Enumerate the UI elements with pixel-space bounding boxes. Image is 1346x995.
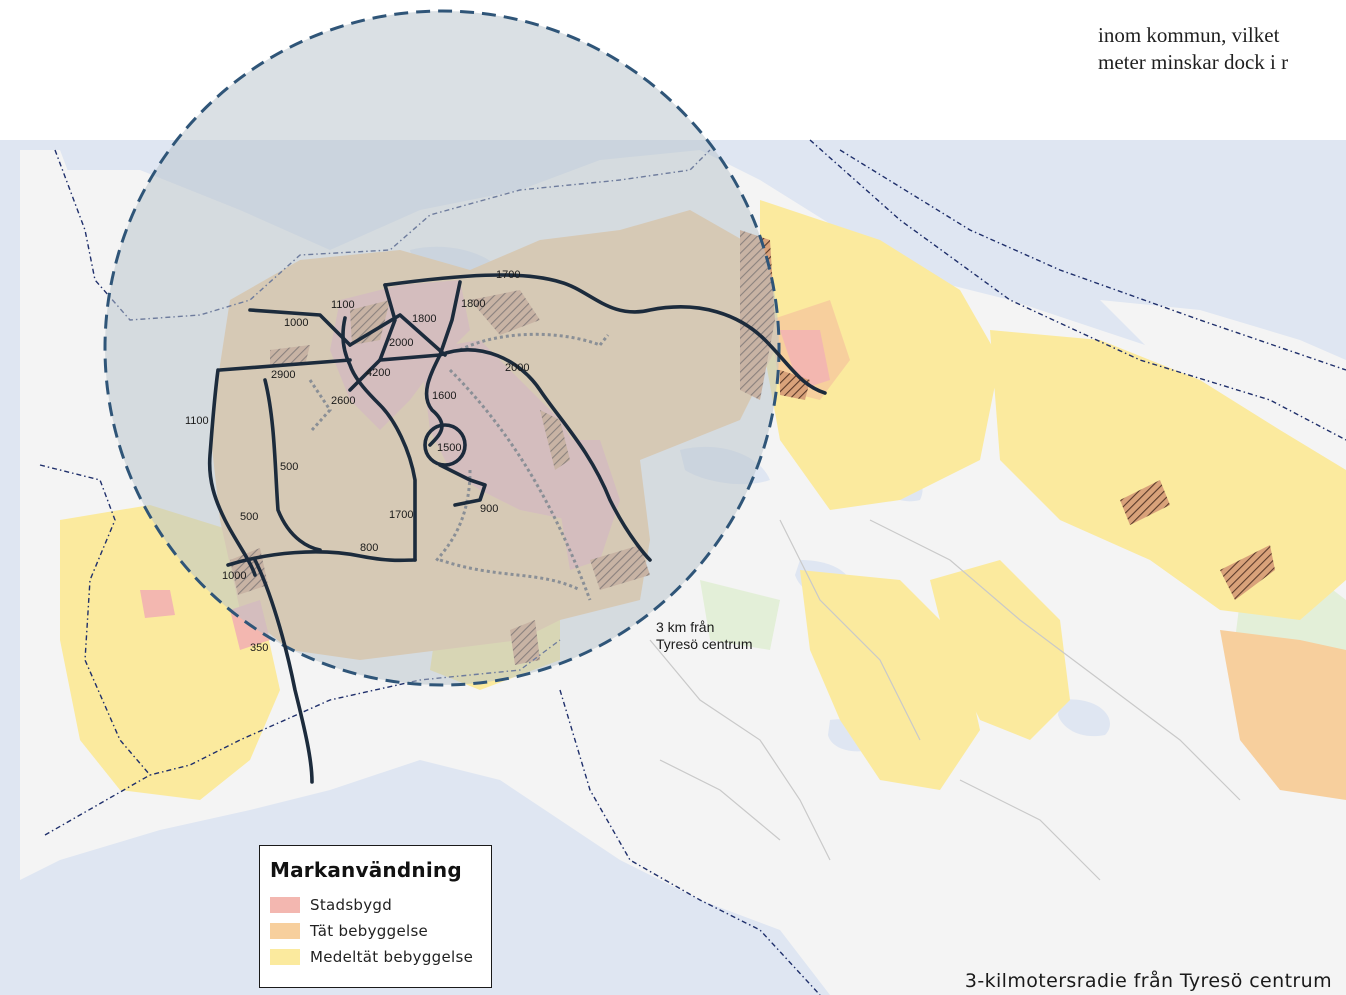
traffic-count: 900 [480, 503, 498, 515]
legend-swatch [270, 923, 300, 939]
legend-label: Medeltät bebyggelse [310, 948, 474, 966]
map-caption: 3-kilmotersradie från Tyresö centrum [964, 970, 1332, 992]
legend-item-stadsbygd: Stadsbygd [270, 892, 481, 918]
local-roads [649, 519, 1241, 881]
legend-label: Stadsbygd [310, 896, 393, 914]
legend-title: Markanvändning [270, 858, 462, 882]
land-northwest [20, 150, 90, 350]
legend-swatch [270, 897, 300, 913]
traffic-count: 1800 [461, 298, 485, 310]
traffic-count: 800 [360, 542, 378, 554]
traffic-count: 1000 [222, 570, 246, 582]
traffic-count: 350 [250, 642, 268, 654]
radius-label-line2: Tyresö centrum [656, 636, 752, 652]
traffic-count: 2000 [389, 337, 413, 349]
traffic-count: 1500 [437, 442, 461, 454]
traffic-count: 1600 [432, 390, 456, 402]
traffic-count-labels: 1700 1800 1100 1800 1000 2000 2000 2900 … [185, 269, 529, 654]
traffic-count: 4200 [366, 367, 390, 379]
legend-swatch [270, 949, 300, 965]
traffic-count: 1800 [412, 313, 436, 325]
traffic-count: 500 [280, 461, 298, 473]
traffic-count: 2900 [271, 369, 295, 381]
traffic-count: 1000 [284, 317, 308, 329]
traffic-count: 1700 [496, 269, 520, 281]
land-east [1100, 300, 1346, 420]
direction-arrows [308, 332, 610, 601]
traffic-count: 2000 [505, 362, 529, 374]
traffic-count: 1100 [185, 415, 209, 427]
legend-label: Tät bebyggelse [310, 922, 429, 940]
traffic-count: 2600 [331, 395, 355, 407]
legend-item-medeltat-bebyggelse: Medeltät bebyggelse [270, 944, 481, 970]
body-text-line: meter minskar dock i r [1098, 50, 1289, 74]
legend: Markanvändning Stadsbygd Tät bebyggelse … [259, 845, 492, 988]
traffic-count: 1700 [389, 509, 413, 521]
body-text-fragment: inom kommun, vilket meter minskar dock i… [1098, 0, 1346, 110]
body-text-line: inom kommun, vilket [1098, 23, 1280, 47]
traffic-count: 1100 [331, 299, 355, 311]
traffic-count: 500 [240, 511, 258, 523]
radius-label-line1: 3 km från [656, 619, 714, 635]
legend-item-tat-bebyggelse: Tät bebyggelse [270, 918, 481, 944]
main-roads [207, 273, 827, 784]
